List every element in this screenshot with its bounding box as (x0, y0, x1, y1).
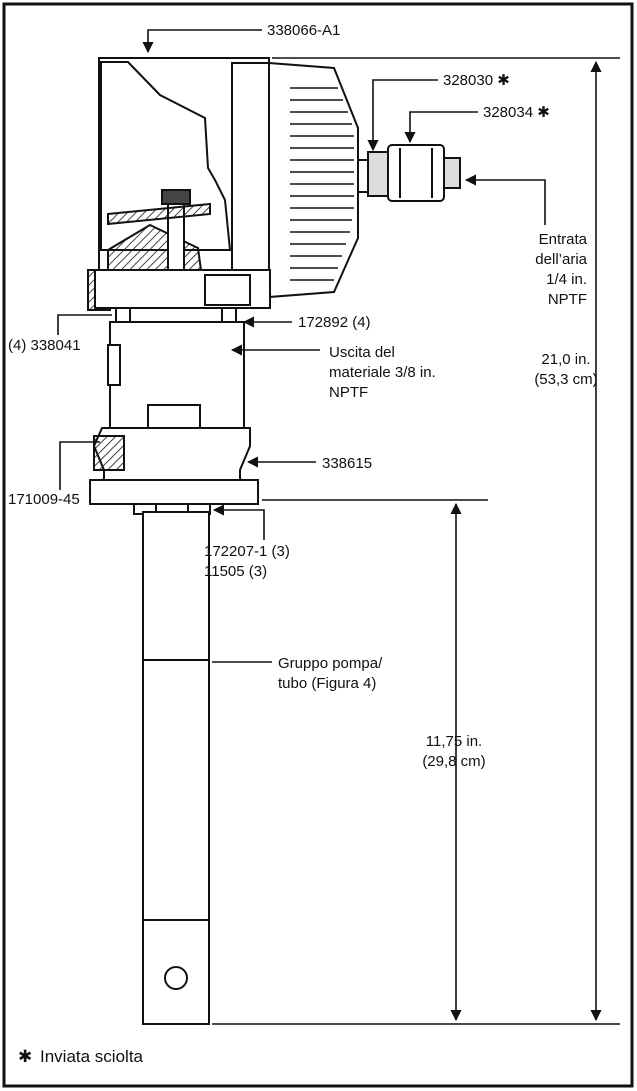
label-air-inlet-2: dell’aria (535, 251, 587, 268)
label-pump-tube-1: Gruppo pompa/ (278, 655, 383, 672)
label-outlet-3: NPTF (329, 384, 368, 401)
label-air-inlet-1: Entrata (539, 231, 588, 248)
pump-tube (142, 511, 210, 1025)
label-tube-length-cm: (29,8 cm) (422, 753, 485, 770)
label-overall-height-cm: (53,3 cm) (534, 371, 597, 388)
footnote-symbol: ✱ (18, 1047, 32, 1066)
label-top-part: 338066-A1 (267, 22, 340, 39)
pump-lower-body (89, 321, 259, 515)
air-inlet-fittings (357, 144, 461, 202)
dimension-lines (212, 57, 620, 1025)
motor-housing (87, 57, 359, 325)
label-fitting-2: 328034 ✱ (483, 104, 550, 121)
label-tube-length-in: 11,75 in. (426, 733, 482, 750)
label-screw-set: 172892 (4) (298, 314, 371, 331)
label-overall-height-in: 21,0 in. (541, 351, 590, 368)
footnote-text: Inviata sciolta (40, 1047, 144, 1066)
label-air-inlet-3: 1/4 in. (546, 271, 587, 288)
label-outlet-2: materiale 3/8 in. (329, 364, 436, 381)
label-bottom-parts-1: 172207-1 (3) (204, 543, 290, 560)
label-ring: 338615 (322, 455, 372, 472)
label-outlet-1: Uscita del (329, 344, 395, 361)
cooling-fins (290, 87, 354, 281)
label-air-inlet-4: NPTF (548, 291, 587, 308)
callout-labels: 338066-A1 328030 ✱ 328034 ✱ Entrata dell… (8, 22, 598, 770)
label-pump-tube-2: tubo (Figura 4) (278, 675, 376, 692)
label-left-screw: (4) 338041 (8, 337, 81, 354)
label-seal: 171009-45 (8, 491, 80, 508)
label-fitting-1: 328030 ✱ (443, 72, 510, 89)
label-bottom-parts-2: 11505 (3) (204, 563, 267, 580)
footnote: ✱ Inviata sciolta (18, 1047, 144, 1066)
callout-leaders (57, 29, 546, 663)
